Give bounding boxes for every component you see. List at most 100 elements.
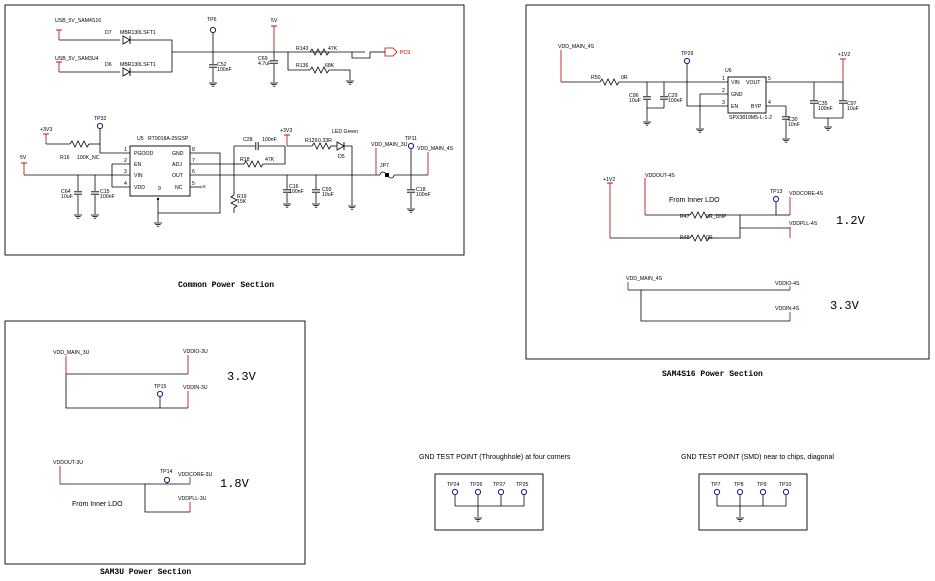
from-inner-ldo-3u: From Inner LDO <box>72 501 123 508</box>
gnd-th-tp24: TP24 <box>447 482 460 506</box>
vddin-4s-net: VDDIN-4S <box>775 306 800 321</box>
vddin-3u-net: VDDIN-3U <box>183 385 208 408</box>
r19-val: 15K <box>237 199 247 205</box>
1v2-left-label: +1V2 <box>603 177 615 183</box>
led-label: LED Green <box>332 129 358 135</box>
u6-pin-gnd: GND <box>731 92 743 98</box>
res-r16: R16 100K_NC <box>60 140 100 161</box>
d6-part: MBR130LSFT1 <box>120 62 156 68</box>
gnd-th-tp25: TP25 <box>516 482 529 506</box>
c29-ref: C29 <box>668 93 678 99</box>
u5-pin-out: OUT <box>172 173 184 179</box>
c29-val: 100nF <box>668 98 683 104</box>
tp27-label: TP27 <box>493 482 506 488</box>
usb-5v-sam3u4-net: USB_5V_SAM3U4 <box>55 56 120 73</box>
sam3u-section-caption: SAM3U Power Section <box>100 568 191 577</box>
gnd-th-tp26: TP26 <box>470 482 483 506</box>
d5-ref: D5 <box>338 154 345 160</box>
r47-val: 0R_DNP <box>706 214 727 220</box>
r136-val: 68K <box>325 63 335 69</box>
vdd-main-4s-net: VDD_MAIN_4S <box>558 44 595 82</box>
gnd-test-points-throughhole: GND TEST POINT (Throughhole) at four cor… <box>419 454 571 531</box>
vdd-main-4s-label: VDD_MAIN_4S <box>558 44 595 50</box>
pwr-1v2-left: +1V2 <box>603 177 615 238</box>
r18-val: 47K <box>265 157 275 163</box>
u5-ref: U5 <box>137 136 144 142</box>
res-r47: R47 0R_DNP <box>680 211 727 220</box>
c18-val: 100nF <box>416 192 431 198</box>
vddout-4s-net: VDDOUT-4S <box>644 173 675 215</box>
u5-pin4: 4 <box>124 181 127 187</box>
c28-ref: C28 <box>243 137 253 143</box>
gnd-th-tp27: TP27 <box>493 482 506 506</box>
gnd-smd-tp7: TP7 <box>711 482 721 506</box>
sam4s16-power-box <box>525 4 930 360</box>
pwr-1v2: +1V2 <box>838 52 850 82</box>
r136-ref: R136 <box>296 63 309 69</box>
c96-val: 10uF <box>629 98 641 104</box>
gnd-th-title: GND TEST POINT (Throughhole) at four cor… <box>419 454 571 461</box>
c64-ref: C64 <box>61 189 71 195</box>
tp7-label: TP7 <box>711 482 721 488</box>
vddin-4s-label: VDDIN-4S <box>775 306 800 312</box>
u5-pin-nc: NC <box>175 185 183 191</box>
vddin-3u-label: VDDIN-3U <box>183 385 208 391</box>
res-r143: R143 47K <box>296 46 338 56</box>
sam4s16-section-caption: SAM4S16 Power Section <box>662 370 763 379</box>
c18-ref: C18 <box>416 187 426 193</box>
diode-d6: D6 MBR130LSFT1 <box>105 62 156 77</box>
r143-ref: R143 <box>296 46 309 52</box>
cap-c29: C29 100nF <box>659 82 683 108</box>
label-3-3v-4s: 3.3V <box>830 299 860 313</box>
vddcore-3u-net: VDDCORE-3U <box>178 472 213 484</box>
5v-top-label: 5V <box>271 18 278 24</box>
label-3-3v-3u: 3.3V <box>227 370 257 384</box>
cap-c96: C96 10uF <box>629 82 652 126</box>
u6-pin3: 3 <box>722 100 725 106</box>
r129-val: 0.33R <box>318 138 332 144</box>
r50-val: 0R <box>621 75 628 81</box>
pc9-port-icon <box>384 47 398 57</box>
vdd-main-3u-net: VDD_MAIN_3U <box>371 142 408 175</box>
tp24-label: TP24 <box>447 482 460 488</box>
vdd-main-4s-net-common: VDD_MAIN_4S <box>417 146 454 175</box>
c35-ref: C35 <box>818 101 828 107</box>
tp26-label: TP26 <box>470 482 483 488</box>
gnd-th-ground-icon <box>473 517 483 522</box>
u6-pin1: 1 <box>722 76 725 82</box>
c28-val: 100nF <box>262 137 277 143</box>
gnd-smd-title: GND TEST POINT (SMD) near to chips, diag… <box>681 454 834 461</box>
cap-c97: C97 10uF <box>838 82 859 118</box>
r19-ref: R19 <box>237 194 247 200</box>
vddcore-4s-label: VDDCORE-4S <box>789 191 824 197</box>
vdd-main-4s-b-label: VDD_MAIN_4S <box>626 276 663 282</box>
c93-ref: C93 <box>322 187 332 193</box>
1v2-label: +1V2 <box>838 52 850 58</box>
gnd-smd-box <box>698 473 808 531</box>
tp8-label: TP8 <box>734 482 744 488</box>
res-r18: R18 47K <box>240 157 275 168</box>
vdd-main-4s-b-net: VDD_MAIN_4S <box>626 276 663 290</box>
tp15-label: TP15 <box>154 384 167 390</box>
common-power-section: USB_5V_SAM4S16 USB_5V_SAM3U4 D7 MBR130LS… <box>4 4 465 256</box>
r129-ref: R129 <box>305 138 318 144</box>
u6-pin-vout: VOUT <box>746 80 761 86</box>
gnd-test-points-smd: GND TEST POINT (SMD) near to chips, diag… <box>681 454 834 531</box>
u5-pin2: 2 <box>124 158 127 164</box>
tp6: TP6 <box>207 17 217 52</box>
u6-part: SPX3819M5-L-1-2 <box>729 115 772 121</box>
u6-pin-byp: BYP <box>751 104 762 110</box>
cap-c93: C93 10uF <box>311 175 334 208</box>
res-r19: R19 15K <box>230 194 247 213</box>
usb-5v-sam4s16-net: USB_5V_SAM4S16 <box>55 18 120 41</box>
c64-val: 10uF <box>61 194 73 200</box>
usb-5v-sam4s16-label: USB_5V_SAM4S16 <box>55 18 101 24</box>
vddio-3u-label: VDDIO-3U <box>183 349 208 355</box>
u5-part: RT9018A-25GSP <box>148 136 189 142</box>
gnd-smd-tp10: TP10 <box>779 482 792 506</box>
nc-marker-icon: × <box>202 184 206 191</box>
tp14-label: TP14 <box>160 469 173 475</box>
cap-c69: C69 4.7uF <box>258 52 279 87</box>
5v-left-label: 5V <box>20 155 27 161</box>
u5-pin3: 3 <box>124 169 127 175</box>
